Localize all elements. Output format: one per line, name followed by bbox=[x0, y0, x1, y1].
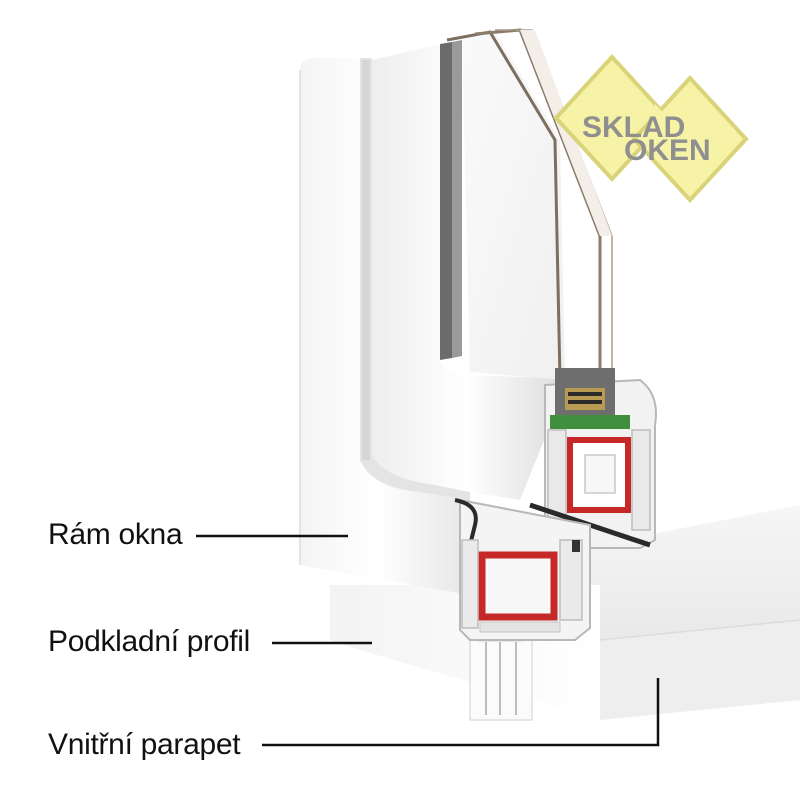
glazing bbox=[446, 28, 613, 381]
frame-cross-section bbox=[454, 498, 591, 641]
logo-text-sklad: SKLAD bbox=[582, 111, 685, 144]
window-sash bbox=[372, 40, 560, 500]
window-frame bbox=[299, 58, 470, 595]
label-interior-sill: Vnitřní parapet bbox=[48, 728, 241, 761]
leader-lines bbox=[196, 534, 660, 747]
label-subframe: Podkladní profil bbox=[48, 625, 250, 658]
leader-line-sill bbox=[262, 678, 660, 747]
sklad-oken-logo: SKLAD OKEN bbox=[553, 54, 749, 203]
label-frame: Rám okna bbox=[48, 518, 183, 551]
logo-text-oken: OKEN bbox=[624, 134, 711, 167]
